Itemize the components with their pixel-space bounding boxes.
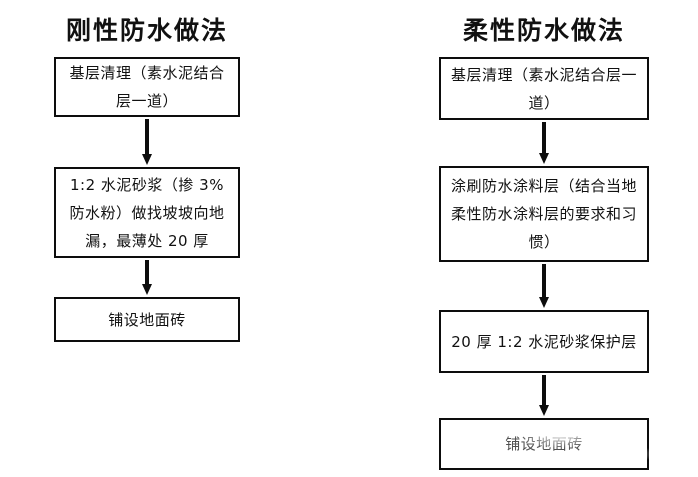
process-node-flexible-1: 基层清理（素水泥结合层一道） (439, 57, 649, 120)
process-node-flexible-2: 涂刷防水涂料层（结合当地柔性防水涂料层的要求和习惯） (439, 166, 649, 262)
process-node-label: 基层清理（素水泥结合层一道） (69, 64, 225, 110)
arrow-stem (542, 375, 546, 406)
arrow-head-icon (142, 284, 152, 295)
column-title-rigid: 刚性防水做法 (65, 16, 228, 45)
column-title-flexible: 柔性防水做法 (462, 16, 625, 45)
connector-arrow-down (142, 119, 152, 165)
arrow-head-icon (142, 154, 152, 165)
arrow-head-icon (539, 297, 549, 308)
connector-arrow-down (539, 264, 549, 308)
arrow-stem (145, 119, 149, 155)
arrow-head-icon (539, 153, 549, 164)
process-node-flexible-4: 铺设地面砖 (439, 418, 649, 470)
arrow-stem (145, 260, 149, 285)
process-node-label: 20 厚 1:2 水泥砂浆保护层 (451, 332, 637, 351)
process-node-rigid-3: 铺设地面砖 (54, 297, 240, 342)
arrow-stem (542, 122, 546, 154)
connector-arrow-down (142, 260, 152, 295)
arrow-stem (542, 264, 546, 298)
process-node-label: 铺设地面砖 (108, 310, 186, 329)
process-node-flexible-3: 20 厚 1:2 水泥砂浆保护层 (439, 310, 649, 373)
process-node-label: 基层清理（素水泥结合层一道） (450, 65, 637, 112)
arrow-head-icon (539, 405, 549, 416)
process-node-label: 涂刷防水涂料层（结合当地柔性防水涂料层的要求和习惯） (450, 177, 637, 251)
process-node-label: 1:2 水泥砂浆（掺 3%防水粉）做找坡坡向地漏，最薄处 20 厚 (69, 175, 225, 250)
process-node-label: 铺设地面砖 (505, 435, 583, 453)
connector-arrow-down (539, 375, 549, 416)
process-node-rigid-2: 1:2 水泥砂浆（掺 3%防水粉）做找坡坡向地漏，最薄处 20 厚 (54, 167, 240, 258)
process-node-rigid-1: 基层清理（素水泥结合层一道） (54, 57, 240, 117)
connector-arrow-down (539, 122, 549, 164)
